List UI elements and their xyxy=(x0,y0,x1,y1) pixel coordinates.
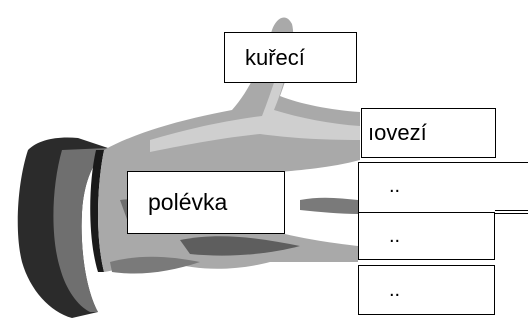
sleeve-inner-shape xyxy=(53,148,108,312)
label-box-placeholder-1: .. xyxy=(358,162,528,214)
label-placeholder-2: .. xyxy=(389,224,401,247)
finger-shadow-shape xyxy=(300,197,358,214)
label-placeholder-3: .. xyxy=(389,278,401,301)
label-soup: polévka xyxy=(148,189,228,215)
label-box-placeholder-3: .. xyxy=(358,265,495,315)
label-placeholder-1: .. xyxy=(389,175,401,197)
label-box-beef: ıovezí xyxy=(361,108,496,158)
label-box-placeholder-2: .. xyxy=(358,212,495,260)
hand-highlight-shape xyxy=(150,34,360,152)
palm-shadow-shape xyxy=(110,256,200,274)
cuff-edge-shape xyxy=(90,150,104,272)
label-box-chicken: kuřecí xyxy=(224,32,357,83)
connector-line xyxy=(495,210,528,211)
label-box-soup: polévka xyxy=(127,171,285,234)
label-beef: ıovezí xyxy=(368,120,427,145)
finger-fold-shape xyxy=(180,236,300,256)
label-chicken: kuřecí xyxy=(245,44,305,70)
